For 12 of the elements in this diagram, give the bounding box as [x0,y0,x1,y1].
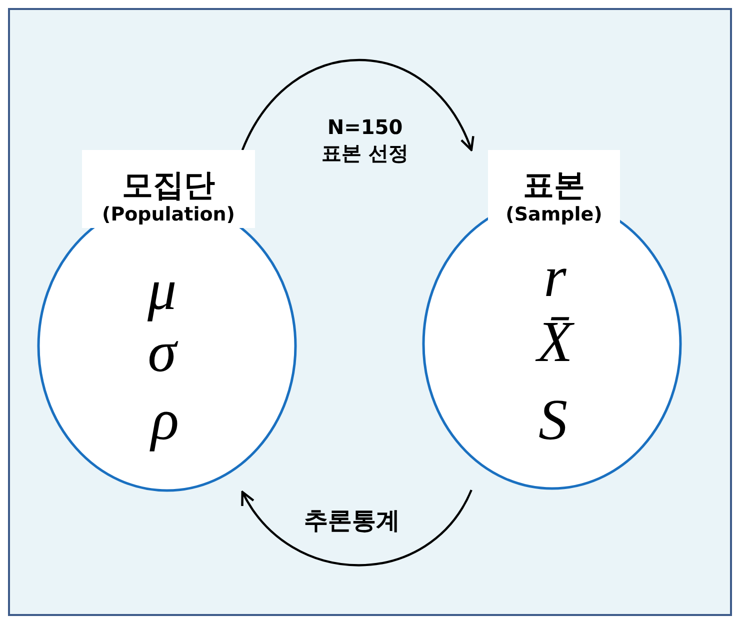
math-symbol: ρ [151,391,179,449]
math-symbol: S [538,391,568,449]
math-symbol: μ [147,261,177,319]
curved-arrow [241,58,474,152]
math-symbol: r [544,248,566,306]
math-symbol: X̄ [537,313,573,371]
group-subtitle: (Sample) [506,206,602,224]
group-title: 표본 [523,170,585,202]
math-symbol: σ [148,323,176,381]
group-title: 모집단 [122,170,215,202]
group-subtitle: (Population) [102,206,235,224]
curved-arrow [241,489,472,566]
